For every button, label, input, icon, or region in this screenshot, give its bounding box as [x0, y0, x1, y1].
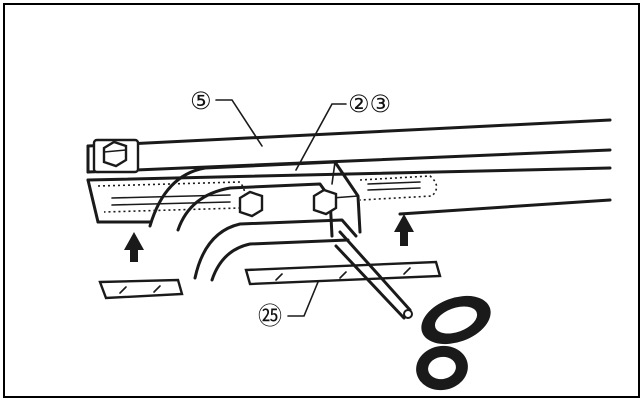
bolt-icon: [238, 190, 264, 218]
tape-strip-left: [98, 278, 184, 300]
slotted-plate: [86, 166, 612, 224]
leader-line-5: [215, 99, 263, 147]
callout-part-5: ⑤: [190, 87, 212, 115]
leader-line-25: [287, 281, 319, 317]
callout-part-2-3: ②③: [348, 90, 391, 118]
bolt-icon: [312, 188, 338, 216]
diagram-frame: [3, 3, 640, 398]
tape-strip-right: [244, 260, 442, 286]
bracket-part-2-3: [148, 160, 362, 282]
arrow-up-icon: [124, 232, 144, 262]
bolt-icon: [92, 138, 140, 174]
leader-line-2-3: [295, 103, 347, 171]
scissors-icon: [334, 230, 491, 391]
callout-part-25: ㉕: [258, 302, 282, 330]
arrow-up-icon: [394, 214, 414, 246]
rail-part-5: [86, 118, 612, 174]
